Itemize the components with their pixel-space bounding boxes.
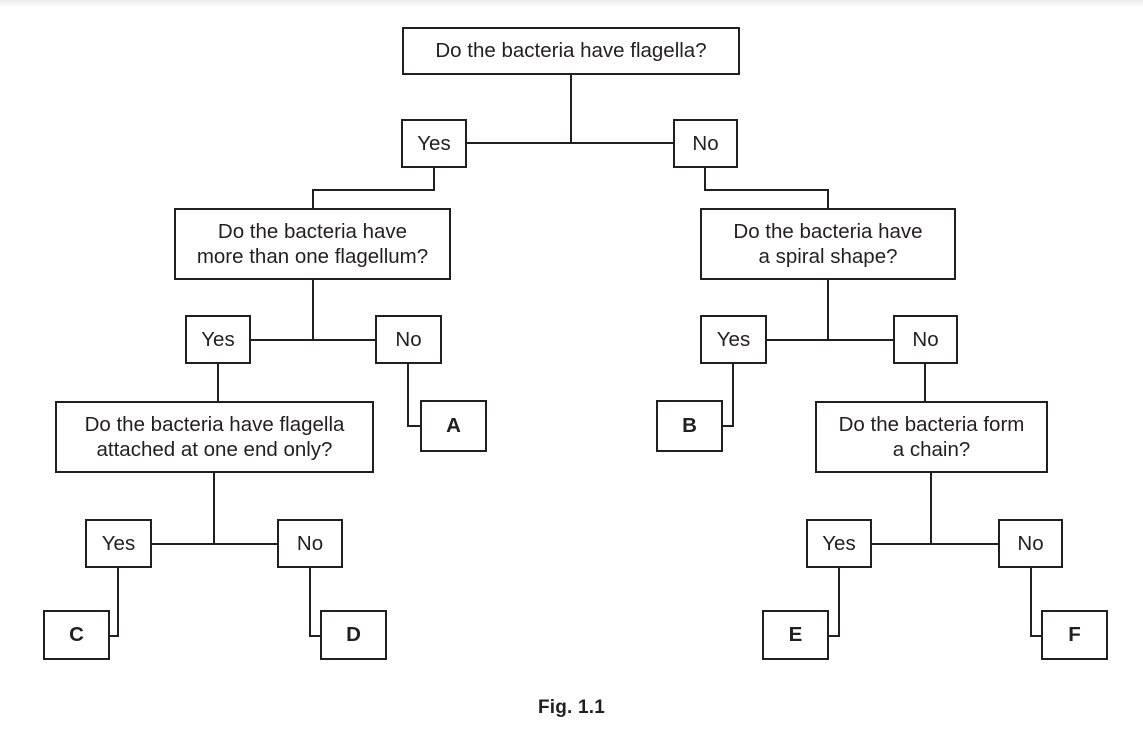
connector-root-yes-elbow [312, 167, 435, 209]
connector-rdeep-no-to-f-elbow [1030, 567, 1042, 637]
node-a-root-no: No [673, 119, 738, 168]
node-t-b: B [656, 400, 723, 452]
node-t-a: A [420, 400, 487, 452]
connector-rdeep-yes-to-e-elbow [828, 567, 840, 637]
node-a-left-yes-label: Yes [201, 327, 235, 351]
node-q-left-deep: Do the bacteria have flagella attached a… [55, 401, 374, 473]
node-a-deep-no-label: No [296, 531, 324, 555]
node-a-left-no: No [375, 315, 442, 364]
node-a-right-no-label: No [912, 327, 939, 351]
node-q-root: Do the bacteria have flagella? [402, 27, 740, 75]
node-q-left-deep-label: Do the bacteria have flagella attached a… [84, 412, 345, 461]
node-t-a-label: A [446, 414, 461, 438]
node-t-c-label: C [69, 623, 84, 647]
connector-root-no-elbow [704, 167, 829, 209]
connector-deep-no-to-d-elbow [309, 567, 321, 637]
node-q-left: Do the bacteria have more than one flage… [174, 208, 451, 280]
node-a-right-yes: Yes [700, 315, 767, 364]
node-q-right-label: Do the bacteria have a spiral shape? [733, 219, 923, 268]
node-a-rdeep-no-label: No [1017, 531, 1044, 555]
node-a-right-no: No [893, 315, 958, 364]
connector-right-yes-to-b-elbow [722, 363, 734, 427]
node-a-root-no-label: No [692, 131, 719, 155]
figure-caption: Fig. 1.1 [537, 697, 606, 718]
node-t-d-label: D [346, 623, 361, 647]
node-t-e-label: E [788, 623, 803, 647]
node-a-rdeep-yes: Yes [806, 519, 872, 568]
page-top-edge-band [0, 0, 1143, 7]
node-a-deep-yes-label: Yes [101, 531, 136, 555]
node-a-root-yes-label: Yes [417, 131, 451, 155]
connector-deep-yes-to-c-elbow [109, 567, 119, 637]
node-q-right: Do the bacteria have a spiral shape? [700, 208, 956, 280]
node-t-d: D [320, 610, 387, 660]
node-a-left-no-label: No [395, 327, 422, 351]
node-q-root-label: Do the bacteria have flagella? [435, 39, 707, 63]
node-q-right-deep: Do the bacteria form a chain? [815, 401, 1048, 473]
node-t-f: F [1041, 610, 1108, 660]
node-a-deep-yes: Yes [85, 519, 152, 568]
node-t-f-label: F [1068, 623, 1081, 647]
node-q-left-label: Do the bacteria have more than one flage… [196, 219, 429, 268]
node-a-right-yes-label: Yes [716, 327, 751, 351]
node-t-c: C [43, 610, 110, 660]
connector-left-no-to-a-elbow [407, 363, 421, 427]
node-a-rdeep-yes-label: Yes [822, 531, 856, 555]
node-a-root-yes: Yes [401, 119, 467, 168]
node-q-right-deep-label: Do the bacteria form a chain? [838, 412, 1025, 461]
node-a-left-yes: Yes [185, 315, 251, 364]
node-a-rdeep-no: No [998, 519, 1063, 568]
node-t-b-label: B [682, 414, 697, 438]
node-a-deep-no: No [277, 519, 343, 568]
node-t-e: E [762, 610, 829, 660]
